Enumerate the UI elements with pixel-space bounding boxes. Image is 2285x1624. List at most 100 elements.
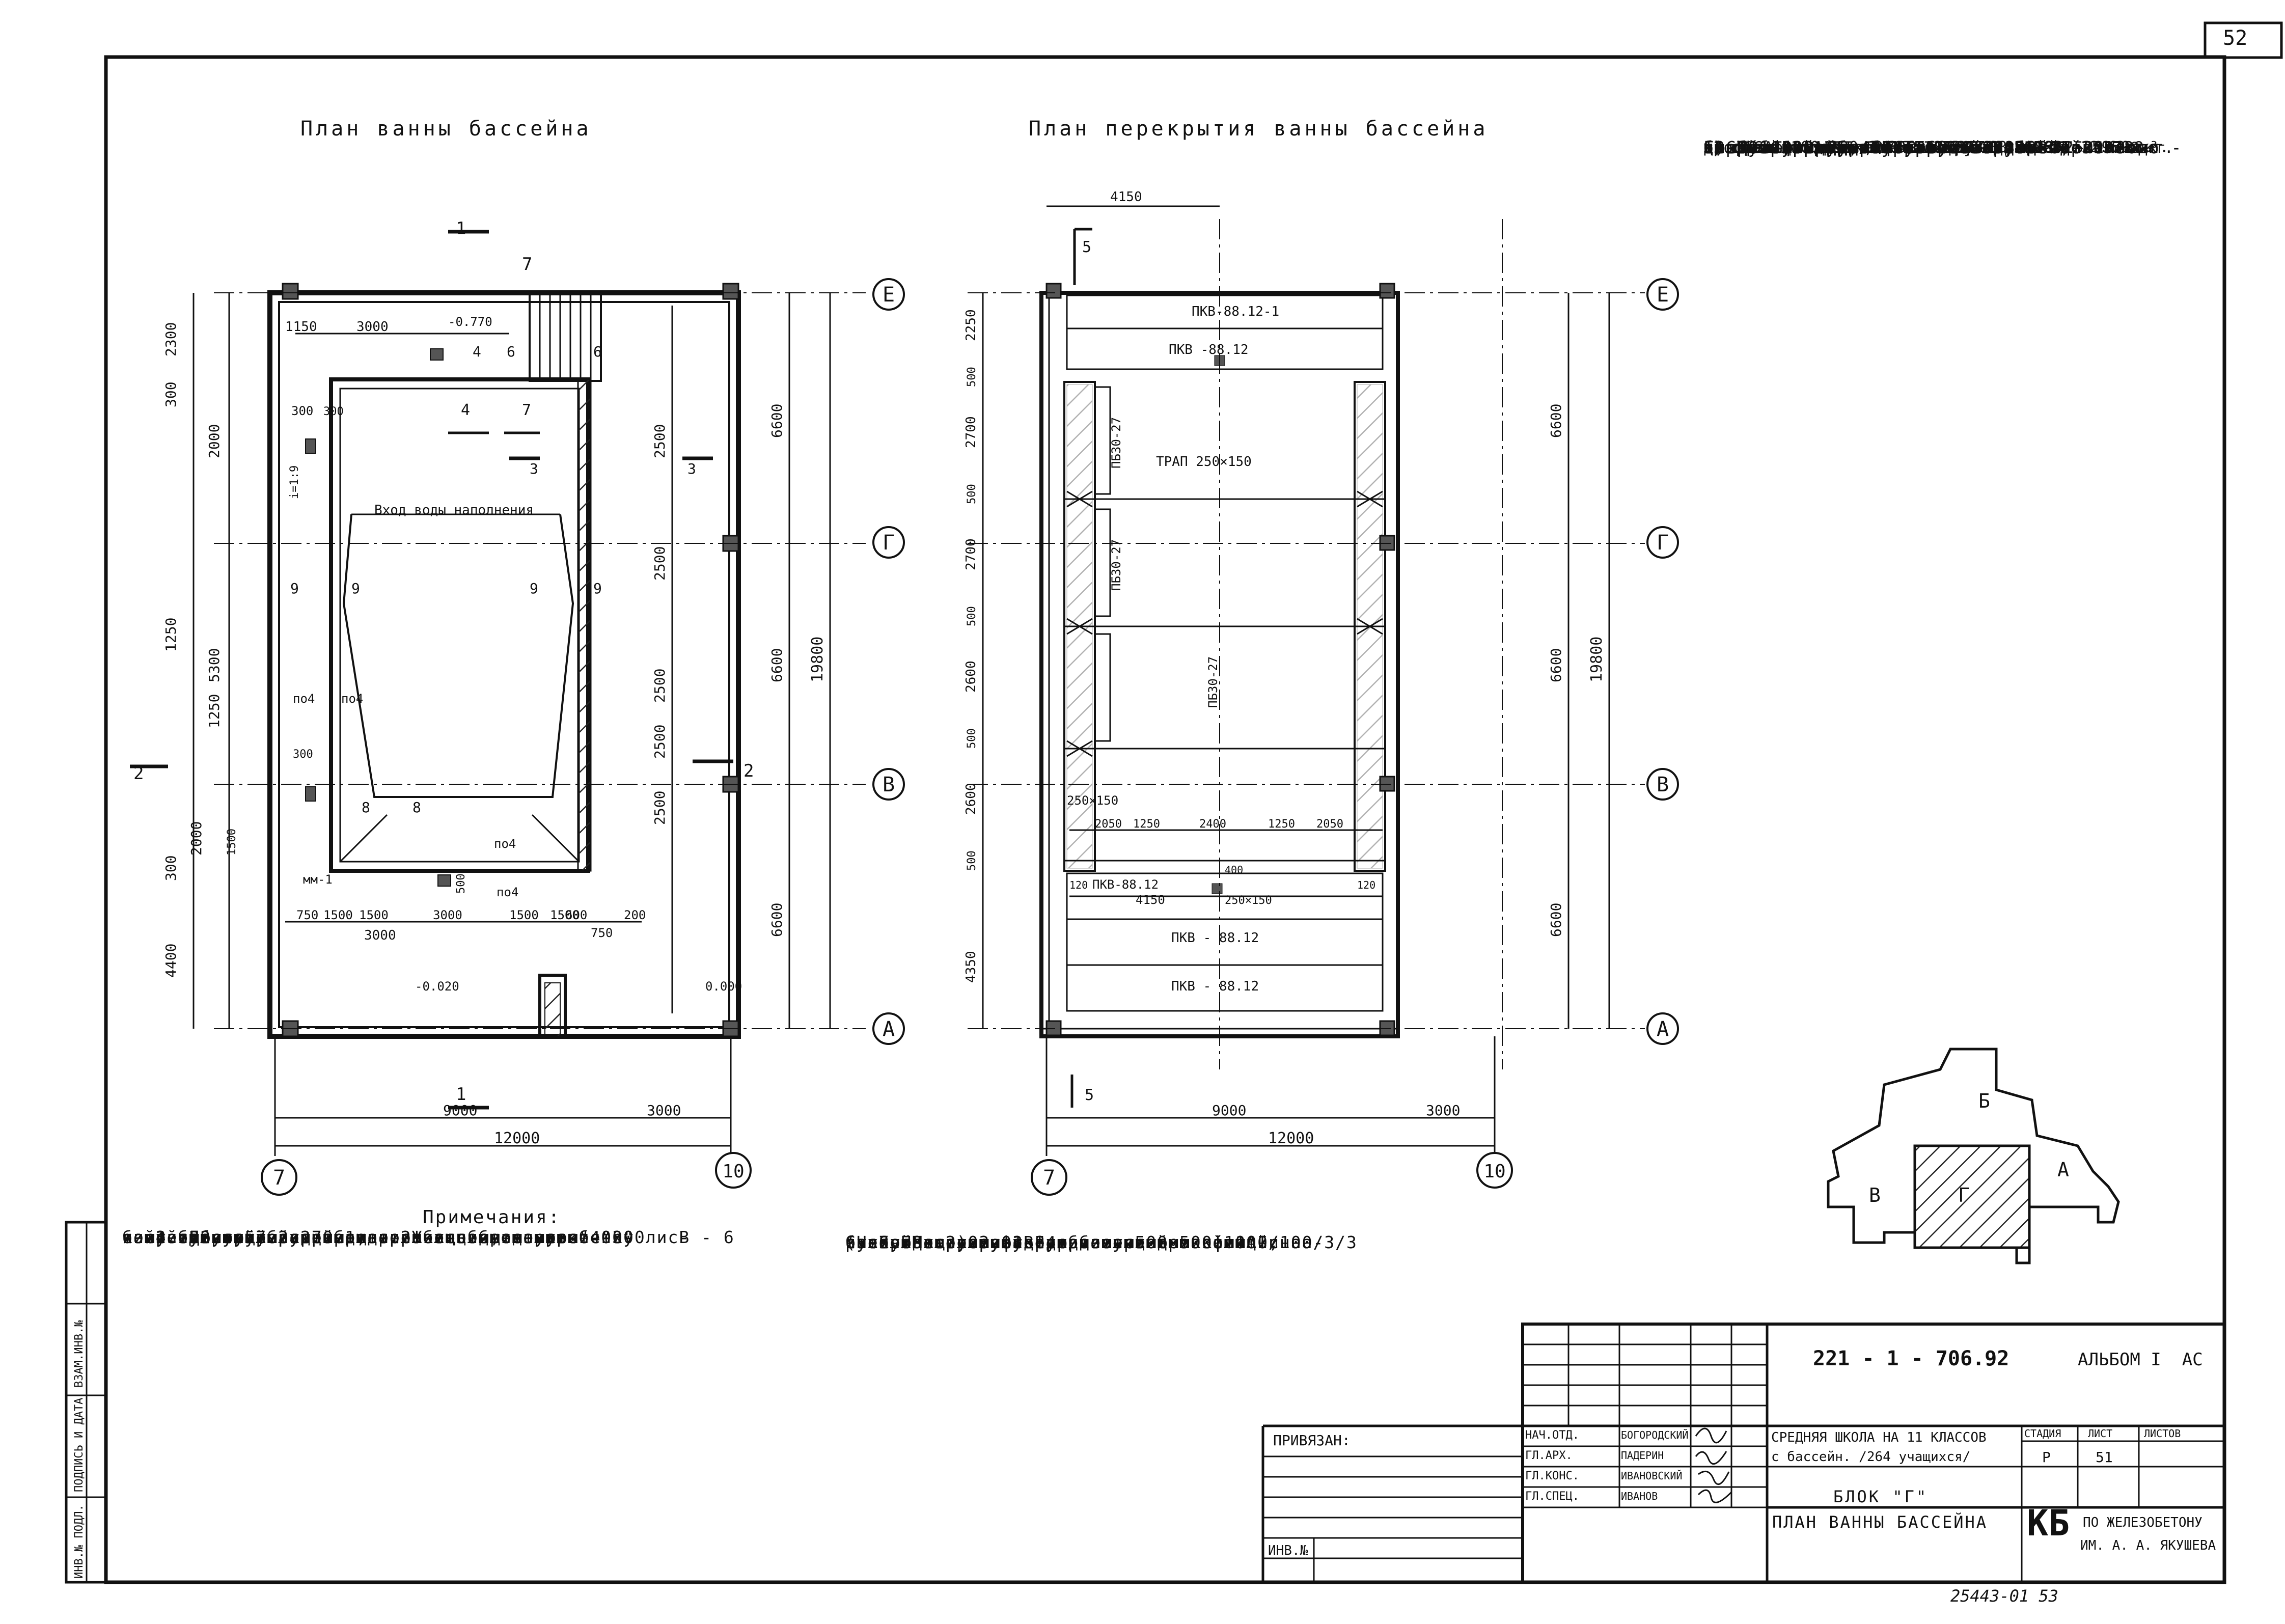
note-line: ГОСТ 14098-85, ГОСТ 5264-80.: [1703, 137, 2016, 157]
dim-label: 9000: [1212, 1102, 1246, 1119]
doc-code: 221 - 1 - 706.92: [1813, 1347, 2009, 1370]
axis-label: В: [883, 773, 895, 796]
slab: [1066, 327, 1384, 370]
dim-label: 3000: [1426, 1102, 1460, 1119]
dim-label: 250×150: [1225, 894, 1272, 907]
dim-label: 19800: [809, 637, 827, 682]
axis-label: 7: [1043, 1166, 1055, 1190]
note-line: талей от смещения они должны: [1703, 137, 2016, 157]
slab-label: ПКВ - 88.12: [1171, 979, 1259, 994]
org-logo: КБ: [2027, 1502, 2070, 1544]
slope-label: i=1:9: [288, 465, 301, 499]
dim-label: 2600: [963, 660, 979, 693]
stage-header: СТАДИЯ: [2024, 1427, 2061, 1440]
note-line: ф6АI - 145кг; ф8АI - 876кг; ф10АI-250 кг: [1703, 139, 2144, 157]
dim-label: 3000: [647, 1102, 681, 1119]
stamp-label: ПОДПИСЬ И ДАТА: [73, 1398, 86, 1492]
note-line: вертикальной арматуре.: [1703, 137, 1949, 157]
key-plan-block: А: [2057, 1159, 2069, 1181]
stair: [529, 293, 602, 382]
note-line: профиля ф10АIII ГОСТ 5781 -82* - 843 кг.: [1703, 139, 2174, 157]
note-line: чистить и заторкретировать бетоном марки…: [122, 1227, 635, 1247]
note-line: бассейна вести непрерывно: [845, 1232, 1124, 1252]
key-plan-block: Г: [1958, 1184, 1970, 1206]
stamp-label: ИНВ.№ ПОДЛ.: [73, 1504, 86, 1579]
tag-label: по4: [497, 885, 518, 899]
note-line: 5. Оклеечную гидроизоляцию накатить на: [845, 1232, 1302, 1252]
dim-label: 12000: [494, 1130, 540, 1147]
sheet-no: 51: [2096, 1449, 2113, 1466]
pool-inner: [339, 388, 580, 863]
dim-label: 2000: [188, 821, 205, 856]
album: АЛЬБОМ I АС: [2078, 1350, 2203, 1370]
tag-label: 500: [455, 873, 467, 894]
note-line: бетонную чашу ванны тщательно обследоват…: [122, 1227, 579, 1247]
dim-label: 500: [966, 850, 978, 871]
column: [282, 283, 299, 300]
dim-label: 6600: [1548, 648, 1564, 682]
cut-label: 8: [412, 799, 421, 816]
tag-label: 1250: [206, 694, 223, 728]
note-line: стенок ванны удерживается сеткой 100/100…: [845, 1232, 1358, 1252]
dim-label: 2000: [206, 424, 223, 458]
cut-label: 7: [522, 401, 531, 419]
beam: [1094, 386, 1111, 495]
dim-label: 500: [966, 367, 978, 387]
sheets-header: ЛИСТОВ: [2144, 1427, 2181, 1440]
note-line: а) бетон гидротехнический М"300", по вод…: [1703, 137, 2183, 157]
dim-label: 500: [966, 606, 978, 626]
dim-label: 300: [162, 381, 179, 407]
dim-label: 300: [291, 404, 313, 418]
dim-label: 4150: [1110, 189, 1142, 205]
dim-label: 3000: [433, 908, 462, 922]
note-line: и приямную плиту выполнять из гидротехни…: [122, 1227, 613, 1247]
axis-label: Е: [883, 283, 895, 307]
role: НАЧ.ОТД.: [1525, 1429, 1579, 1442]
axis-label: 10: [1483, 1161, 1505, 1182]
sheet-frame: [104, 55, 2226, 1584]
note-line: 6. Защитное ограждение гидроизоляции: [845, 1232, 1280, 1252]
block-name: БЛОК "Г": [1833, 1487, 1929, 1506]
note-line: 12. Сечения см. листы АС-53÷АС-56.: [1703, 139, 2044, 157]
org-name: ПО ЖЕЛЕЗОБЕТОНУ: [2083, 1515, 2203, 1530]
note-line: Для предохранения закладных де -: [1703, 137, 2105, 157]
side-stamp: [65, 1221, 107, 1584]
embedded-part: [305, 438, 316, 454]
key-plan-outline: [1827, 1048, 2120, 1264]
axis-label: 7: [273, 1166, 285, 1190]
level-mark: -0.770: [448, 315, 492, 329]
note-line: ж) сталь полосовая -50×6 ГОСТ 103-76 - 5…: [1703, 139, 2150, 156]
stamp-label: ВЗАМ.ИНВ.№: [73, 1320, 86, 1388]
cut-label: 2: [133, 763, 144, 784]
note-line: деталей выполнять в соответствии: [1703, 137, 2060, 157]
cut-label: 9: [290, 580, 299, 597]
cut-label: 6: [593, 343, 602, 360]
inner-wall: [278, 301, 730, 1028]
dim-label: 120: [1069, 879, 1088, 891]
embedded-part: [430, 348, 444, 361]
cut-label: 9: [530, 580, 538, 597]
tag-label: по4: [341, 692, 363, 706]
right-plan-title: План перекрытия ванны бассейна: [1029, 117, 1489, 141]
trap-label: ТРАП 250×150: [1156, 454, 1252, 470]
dim-label: 1500: [323, 908, 353, 922]
left-plan-title: План ванны бассейна: [300, 117, 592, 141]
cut-label: 2: [744, 761, 754, 781]
note-line: на расширяющемся цементе. Железобетонную: [122, 1227, 568, 1247]
cut-label: 4: [473, 343, 481, 360]
dim-label: 6600: [768, 648, 785, 682]
project-title: с бассейн. /264 учащихся/: [1771, 1449, 1971, 1465]
dim-label: 120: [1357, 879, 1375, 891]
axis-label: А: [883, 1017, 895, 1041]
note-line: непроницаемости В - 6.: [1703, 137, 1949, 157]
cut-label: 8: [362, 799, 370, 816]
note-line: из проволоки ф3ВI и стержнями ф10АI,: [845, 1232, 1280, 1252]
dim-label: 500: [966, 728, 978, 749]
dim-label: 4350: [963, 951, 979, 983]
dim-label: 12000: [1268, 1130, 1314, 1147]
dim-label: 2500: [651, 669, 668, 703]
role: ГЛ.АРХ.: [1525, 1449, 1573, 1462]
dim-label: 1500: [550, 908, 580, 922]
slab-label: ПКВ-88.12-1: [1192, 304, 1279, 319]
